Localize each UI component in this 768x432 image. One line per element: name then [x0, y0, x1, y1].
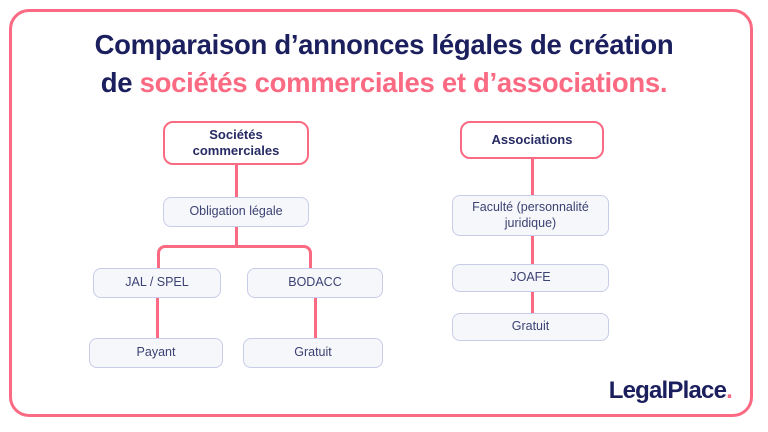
- title-line-2: de sociétés commerciales et d’associatio…: [30, 64, 738, 102]
- node-bodacc: BODACC: [247, 268, 383, 298]
- node-joafe: JOAFE: [452, 264, 609, 292]
- connector-joafe-to-gratuit: [530, 291, 534, 314]
- connector-jal-to-payant: [155, 297, 159, 339]
- connector-faculte-to-joafe: [530, 235, 534, 265]
- node-jal-spel-label: JAL / SPEL: [125, 275, 189, 290]
- node-societes-commerciales-line2: commerciales: [192, 143, 280, 158]
- title-line-2-accent: sociétés commerciales et d’associations.: [139, 66, 668, 98]
- node-obligation-legale-label: Obligation légale: [189, 204, 283, 219]
- node-societes-commerciales: Sociétés commerciales: [163, 121, 309, 165]
- node-faculte-line1: Faculté (personnalité: [472, 200, 589, 215]
- node-gratuit-associations-label: Gratuit: [511, 319, 550, 334]
- node-obligation-legale: Obligation légale: [163, 197, 309, 227]
- node-faculte-line2: juridique): [504, 215, 557, 230]
- node-jal-spel: JAL / SPEL: [93, 268, 221, 298]
- title-line-2-plain: de: [100, 66, 140, 98]
- node-faculte-personnalite-juridique: Faculté (personnalité juridique): [452, 195, 609, 236]
- page-title: Comparaison d’annonces légales de créati…: [30, 26, 738, 102]
- node-gratuit-societes-label: Gratuit: [294, 345, 332, 360]
- connector-split-right-corner: [232, 245, 312, 269]
- logo-dot: .: [726, 377, 733, 404]
- connector-associations-to-faculte: [530, 158, 534, 196]
- logo-wordmark: LegalPlace: [608, 377, 727, 404]
- legalplace-logo: LegalPlace.: [608, 377, 733, 405]
- node-gratuit-associations: Gratuit: [452, 313, 609, 341]
- node-payant-label: Payant: [136, 345, 176, 360]
- connector-societes-to-obligation: [234, 164, 238, 198]
- node-associations-label: Associations: [491, 132, 573, 148]
- node-joafe-label: JOAFE: [510, 270, 551, 285]
- node-bodacc-label: BODACC: [288, 275, 342, 290]
- node-gratuit-societes: Gratuit: [243, 338, 383, 368]
- node-associations: Associations: [460, 121, 604, 159]
- node-societes-commerciales-line1: Sociétés: [209, 127, 263, 143]
- title-line-1: Comparaison d’annonces légales de créati…: [94, 29, 674, 60]
- connector-obligation-stem: [234, 226, 238, 248]
- node-payant: Payant: [89, 338, 223, 368]
- connector-bodacc-to-gratuit: [313, 297, 317, 339]
- connector-split-left-corner: [157, 245, 237, 269]
